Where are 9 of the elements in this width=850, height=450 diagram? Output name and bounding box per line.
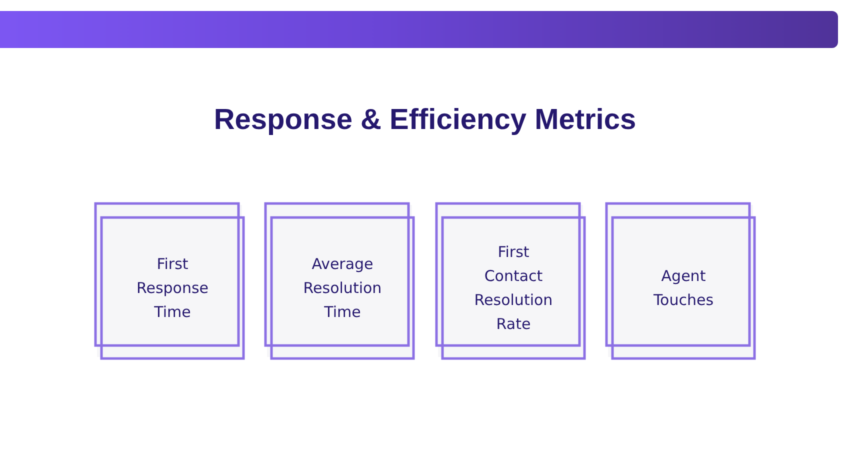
card-text: Average Resolution Time [302, 254, 383, 323]
card-text: First Response Time [135, 254, 210, 323]
title: Response & Efficiency Metrics [212, 103, 638, 138]
metric-card [94, 202, 245, 360]
metric-card [264, 202, 415, 360]
metric-card [435, 202, 586, 360]
card-text: First Contact Resolution Rate [473, 242, 554, 335]
card-text: Agent Touches [652, 266, 715, 311]
metric-card [605, 202, 756, 360]
